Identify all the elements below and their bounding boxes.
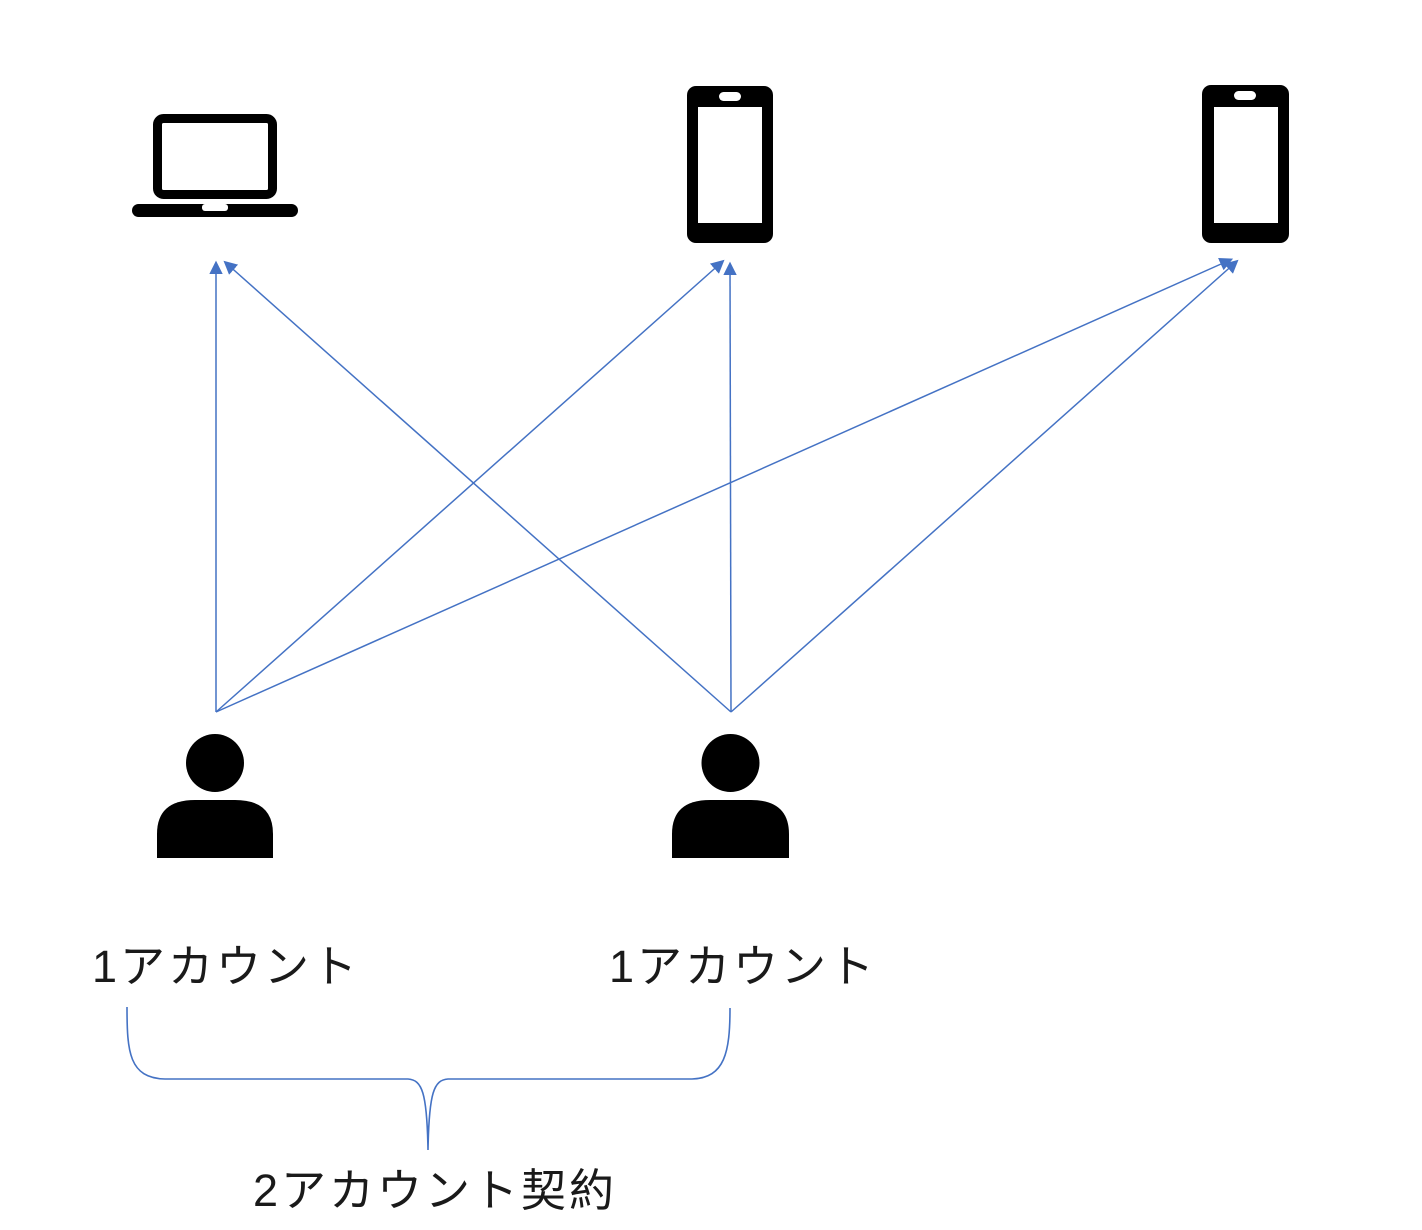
arrow-user1-to-smartphone-2 [215,257,1234,713]
laptop-icon [132,114,298,217]
user1-account-label: 1アカウント [92,941,361,992]
user2-account-label: 1アカウント [609,941,878,992]
person-icon [672,734,789,858]
person-icon [157,734,273,858]
contract-label: 2アカウント契約 [253,1165,618,1216]
smartphone-icon [687,86,773,243]
arrow-user2-to-smartphone-1 [723,261,737,713]
arrow-user2-to-laptop [223,260,732,713]
curly-brace [126,1006,731,1151]
arrow-user2-to-smartphone-2 [730,259,1239,713]
smartphone-icon [1202,85,1289,243]
arrow-user1-to-smartphone-1 [215,259,725,713]
